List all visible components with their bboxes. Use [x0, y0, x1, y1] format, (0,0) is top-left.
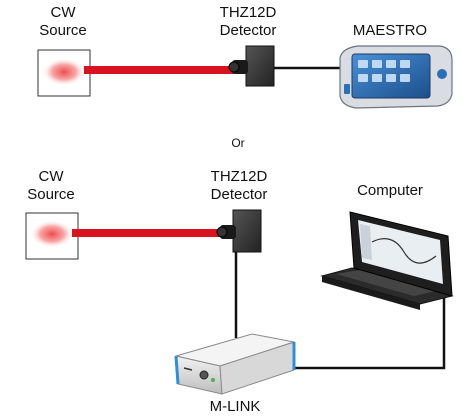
laptop-screen: [358, 220, 443, 284]
mlink-label: M-LINK: [209, 398, 261, 415]
maestro-knob: [437, 69, 447, 79]
or-separator: Or: [231, 136, 245, 150]
cw-source-label-1: CW Source: [39, 4, 87, 39]
detector-label-1: THZ12D Detector: [219, 4, 277, 39]
mlink-accent-left: [174, 355, 180, 385]
source-glow-2: [30, 220, 74, 248]
laptop-keyboard: [336, 270, 436, 296]
laptop-base-edge: [322, 276, 420, 310]
laptop-computer: [320, 211, 454, 310]
detector-lens-1: [228, 61, 240, 73]
source-glow-1: [42, 58, 86, 86]
screen-waveform: [371, 238, 437, 264]
maestro-screen-icons: [358, 60, 410, 82]
mlink-status-led-icon: [211, 378, 215, 382]
screen-sidebar: [360, 224, 372, 260]
cw-source-2: [25, 212, 79, 260]
maestro-side-button: [344, 84, 350, 94]
detector-body-2: [232, 209, 262, 253]
cw-source-1: [37, 49, 91, 97]
cw-source-label-2: CW Source: [27, 168, 75, 203]
mlink-connector-icon: [199, 370, 209, 380]
cable-mlink-computer: [292, 298, 446, 370]
detector-label-2: THZ12D Detector: [210, 168, 268, 203]
laser-beam-1: [84, 66, 234, 74]
mlink-usb-port: [183, 367, 193, 371]
detector-lens-2: [216, 226, 228, 238]
maestro-meter: [339, 45, 453, 109]
thz12d-detector-2: [216, 209, 262, 253]
detector-body-1: [245, 45, 275, 87]
laser-beam-2: [72, 229, 224, 237]
maestro-label: MAESTRO: [352, 22, 428, 39]
computer-label: Computer: [357, 182, 423, 199]
m-link-interface: [174, 333, 296, 395]
thz12d-detector-1: [228, 45, 275, 87]
